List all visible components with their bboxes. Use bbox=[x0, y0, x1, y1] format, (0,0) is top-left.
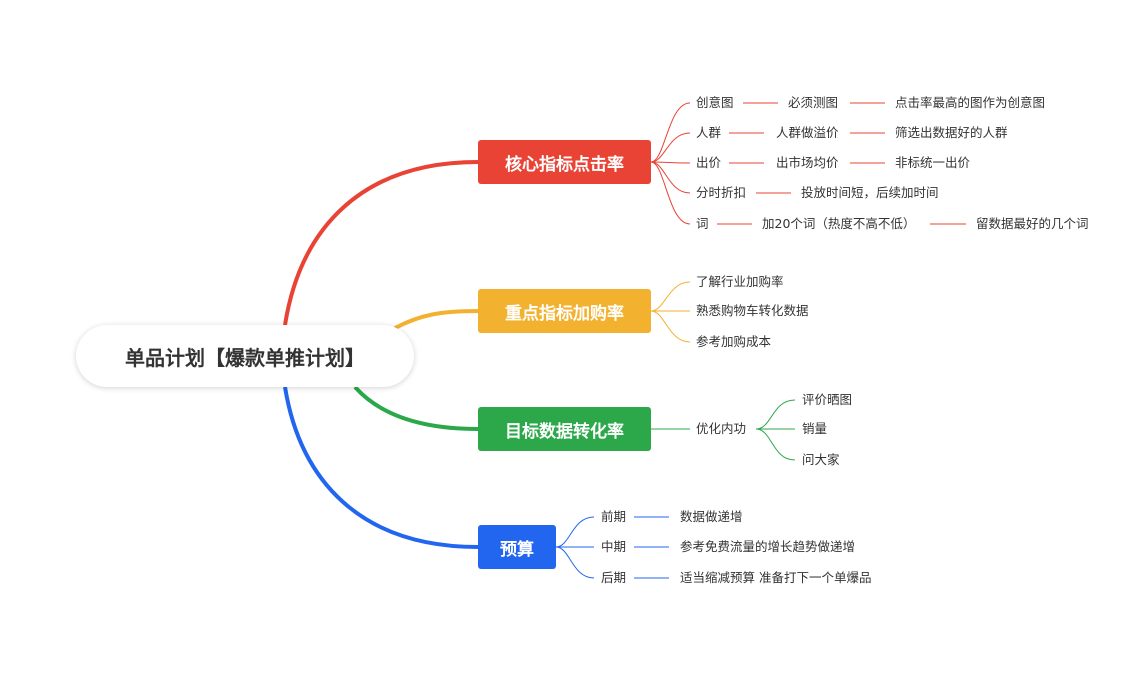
leaf-node[interactable]: 必须测图 bbox=[788, 95, 839, 110]
leaf-node[interactable]: 筛选出数据好的人群 bbox=[895, 125, 1008, 140]
leaf-node[interactable]: 留数据最好的几个词 bbox=[976, 216, 1089, 231]
leaf-node[interactable]: 出市场均价 bbox=[776, 155, 839, 170]
branch-node-label: 预算 bbox=[500, 539, 534, 560]
branch-node-budget[interactable]: 预算 bbox=[478, 525, 556, 569]
branch-node-label: 核心指标点击率 bbox=[505, 154, 624, 175]
leaf-node[interactable]: 问大家 bbox=[802, 452, 840, 467]
leaf-node[interactable]: 适当缩减预算 准备打下一个单爆品 bbox=[680, 570, 872, 585]
root-to-branch-3-connector bbox=[353, 385, 479, 431]
leaf-node[interactable]: 参考加购成本 bbox=[696, 334, 772, 349]
leaf-node[interactable]: 后期 bbox=[601, 570, 627, 585]
leaf-node[interactable]: 熟悉购物车转化数据 bbox=[696, 303, 809, 318]
leaf-node[interactable]: 点击率最高的图作为创意图 bbox=[895, 95, 1046, 110]
leaf-node[interactable]: 优化内功 bbox=[696, 421, 747, 436]
branch-node-label: 目标数据转化率 bbox=[505, 421, 624, 442]
branch-node-core-ctr[interactable]: 核心指标点击率 bbox=[478, 140, 651, 184]
leaf-node[interactable]: 人群做溢价 bbox=[776, 125, 839, 140]
branch-2-sub-connectors bbox=[650, 281, 691, 343]
leaf-node[interactable]: 创意图 bbox=[696, 95, 734, 110]
leaf-node[interactable]: 分时折扣 bbox=[696, 185, 747, 200]
leaf-node[interactable]: 中期 bbox=[601, 539, 627, 554]
root-node[interactable]: 单品计划【爆款单推计划】 bbox=[76, 325, 414, 387]
leaf-node[interactable]: 加20个词（热度不高不低） bbox=[762, 216, 916, 231]
leaf-node[interactable]: 销量 bbox=[802, 421, 828, 436]
leaf-node[interactable]: 前期 bbox=[601, 509, 627, 524]
leaf-node[interactable]: 词 bbox=[696, 216, 709, 231]
root-to-branch-1-connector bbox=[283, 160, 479, 326]
root-node-label: 单品计划【爆款单推计划】 bbox=[125, 345, 365, 370]
branch-node-label: 重点指标加购率 bbox=[505, 303, 624, 324]
branch-node-add-to-cart[interactable]: 重点指标加购率 bbox=[478, 289, 651, 333]
leaf-node[interactable]: 参考免费流量的增长趋势做递增 bbox=[680, 539, 856, 554]
leaf-node[interactable]: 评价晒图 bbox=[802, 392, 853, 407]
leaf-node[interactable]: 非标统一出价 bbox=[895, 155, 971, 170]
leaf-node[interactable]: 出价 bbox=[696, 155, 722, 170]
branch-3-sub-connectors bbox=[651, 399, 796, 461]
leaf-node[interactable]: 了解行业加购率 bbox=[696, 274, 784, 289]
branch-4-sub-connectors bbox=[555, 516, 669, 579]
root-to-branch-4-connector bbox=[283, 386, 479, 549]
leaf-node[interactable]: 投放时间短，后续加时间 bbox=[801, 185, 939, 200]
branch-1-sub-connectors bbox=[650, 102, 966, 225]
root-to-branch-2-connector bbox=[394, 309, 479, 330]
branch-node-conversion[interactable]: 目标数据转化率 bbox=[478, 407, 651, 451]
leaf-node[interactable]: 数据做递增 bbox=[680, 509, 743, 524]
leaf-node[interactable]: 人群 bbox=[696, 125, 722, 140]
